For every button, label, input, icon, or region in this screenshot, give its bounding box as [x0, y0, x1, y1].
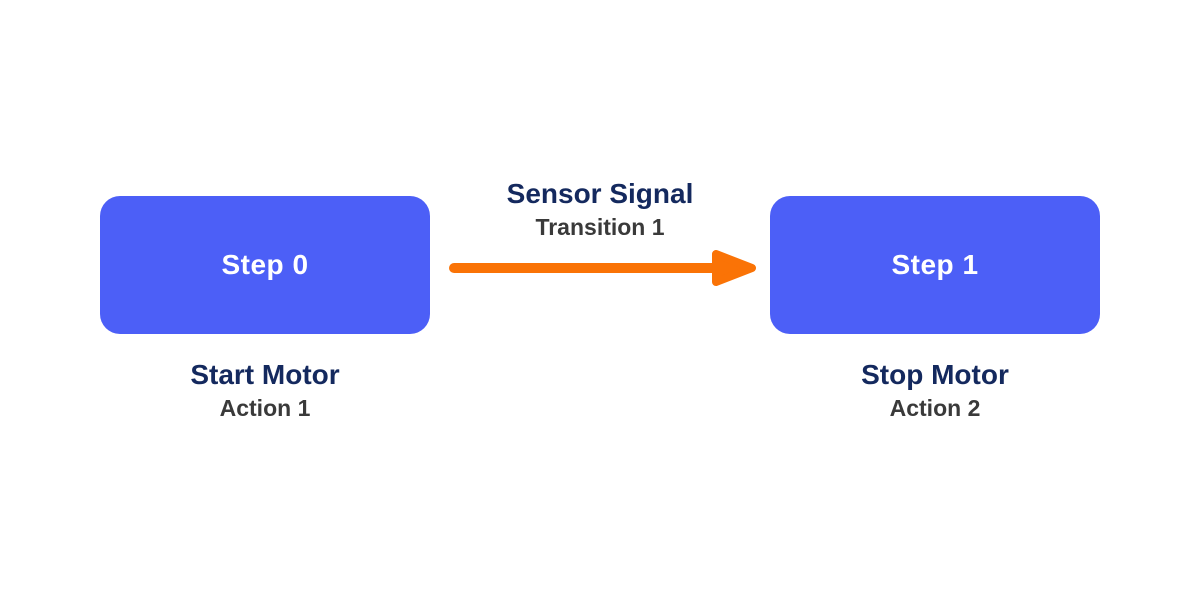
step-1-action-caption: Stop Motor Action 2	[770, 356, 1100, 423]
step-1-action-subtitle: Action 2	[889, 395, 981, 421]
step-node-0: Step 0	[100, 196, 430, 334]
step-0-action-caption: Start Motor Action 1	[100, 356, 430, 423]
step-node-0-label: Step 0	[221, 249, 309, 280]
transition-arrow-icon	[448, 250, 760, 286]
transition-subtitle: Transition 1	[535, 214, 665, 240]
transition-title: Sensor Signal	[506, 178, 694, 209]
step-1-action-title: Stop Motor	[861, 359, 1009, 390]
step-node-1-label: Step 1	[891, 249, 979, 280]
transition-caption: Sensor Signal Transition 1	[430, 177, 770, 243]
step-node-1: Step 1	[770, 196, 1100, 334]
step-0-action-title: Start Motor	[190, 359, 340, 390]
step-0-action-subtitle: Action 1	[219, 395, 311, 421]
